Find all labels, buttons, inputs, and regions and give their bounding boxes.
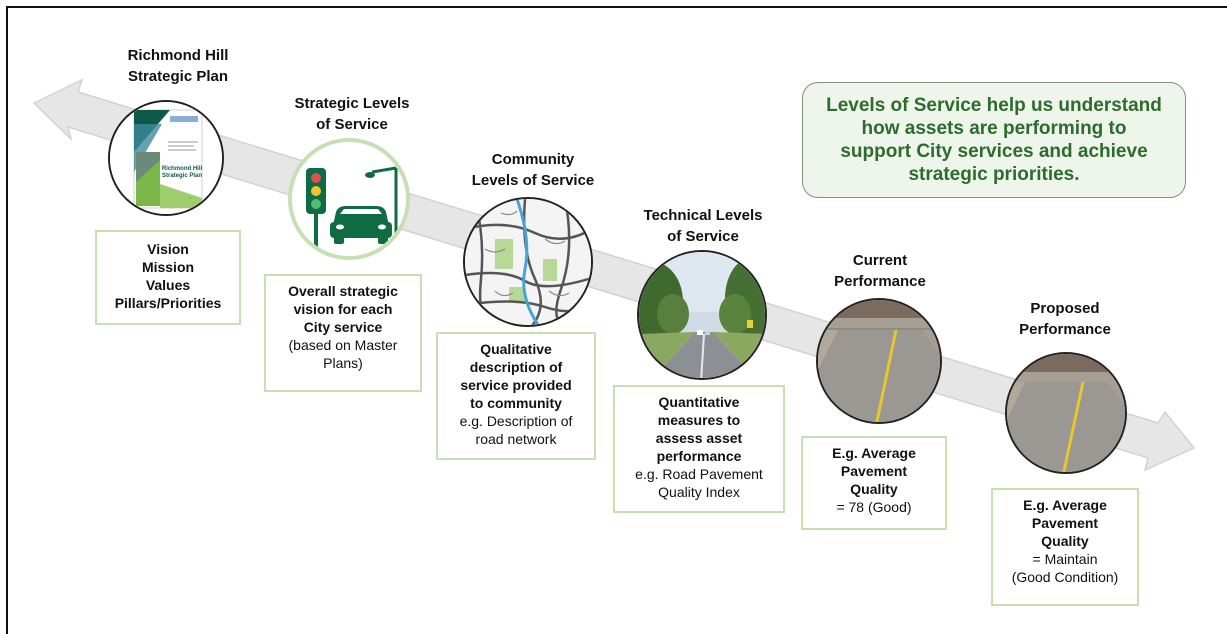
plan-cover-title-line-2: Strategic Plan [162, 173, 202, 179]
tree-lined-road-image [637, 250, 767, 380]
svg-text:~: ~ [188, 196, 192, 202]
stage-title-current-performance: Current Performance [834, 252, 926, 290]
stage-box-strategic-los: Overall strategic vision for each City s… [264, 274, 422, 392]
stage-box-community-los: Qualitative description of service provi… [436, 332, 596, 460]
traffic-light-car-icon [288, 138, 410, 260]
road-network-map-image [463, 197, 593, 327]
current-road-image [816, 298, 942, 424]
levels-of-service-callout: Levels of Service help us understand how… [802, 82, 1186, 198]
stage-title-community-los: Community Levels of Service [471, 151, 595, 189]
plan-cover-title-line-1: Richmond Hill [162, 166, 203, 172]
stage-title-technical-los: Technical Levels of Service [643, 207, 763, 245]
stage-box-current-performance: E.g. Average Pavement Quality = 78 (Good… [801, 436, 947, 530]
stage-box-technical-los: Quantitative measures to assess asset pe… [613, 385, 785, 513]
strategic-plan-image: Richmond Hill Strategic Plan ~ [108, 100, 224, 216]
stage-title-strategic-plan: Richmond Hill Strategic Plan [127, 47, 229, 85]
stage-box-proposed-performance: E.g. Average Pavement Quality = Maintain… [991, 488, 1139, 606]
stage-title-strategic-los: Strategic Levels of Service [294, 95, 410, 133]
proposed-road-image [1005, 352, 1127, 474]
stage-box-strategic-plan: Vision Mission Values Pillars/Priorities [95, 230, 241, 325]
stage-title-proposed-performance: Proposed Performance [1019, 300, 1111, 338]
